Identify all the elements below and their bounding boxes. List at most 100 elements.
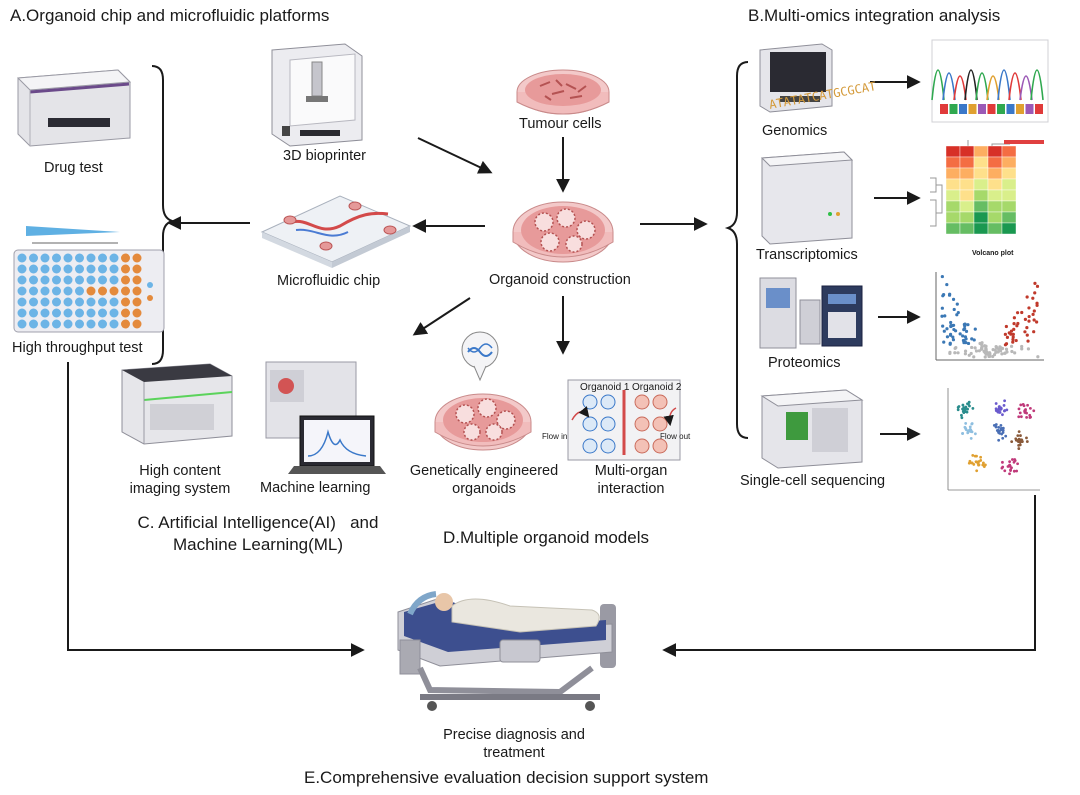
umap-point bbox=[994, 423, 998, 426]
umap-plot-icon bbox=[930, 385, 1046, 495]
umap-point bbox=[1004, 434, 1008, 438]
label-hcis-line2: imaging system bbox=[129, 481, 231, 497]
plate-well bbox=[109, 297, 119, 307]
label-high-throughput: High throughput test bbox=[12, 340, 143, 356]
plate-well bbox=[121, 319, 130, 329]
volcano-point bbox=[940, 314, 944, 318]
umap-point bbox=[963, 406, 967, 410]
volcano-point bbox=[1000, 352, 1004, 356]
volcano-point bbox=[964, 341, 968, 345]
umap-point bbox=[1018, 411, 1022, 415]
label-tumour-cells: Tumour cells bbox=[519, 116, 602, 132]
plate-well bbox=[63, 253, 73, 263]
plate-well bbox=[109, 264, 119, 274]
umap-point bbox=[1003, 469, 1007, 473]
plate-well bbox=[75, 319, 84, 329]
plate-well bbox=[29, 308, 38, 318]
plate-well bbox=[17, 286, 27, 296]
volcano-point bbox=[972, 355, 976, 359]
heatmap-cell bbox=[959, 167, 975, 180]
umap-point bbox=[1026, 403, 1029, 407]
heatmap-cell bbox=[987, 222, 1003, 235]
volcano-point bbox=[953, 329, 958, 333]
volcano-point bbox=[940, 306, 944, 310]
heatmap-cell bbox=[1001, 178, 1017, 191]
organoid-well bbox=[634, 416, 650, 432]
organoid-well bbox=[652, 394, 668, 410]
plate-well bbox=[52, 286, 61, 296]
petri-dish-icon bbox=[516, 69, 610, 115]
umap-point bbox=[1000, 427, 1004, 430]
base-call bbox=[968, 104, 977, 114]
volcano-point bbox=[941, 324, 945, 328]
umap-point bbox=[1032, 409, 1036, 413]
volcano-point bbox=[1035, 284, 1040, 288]
heatmap-cell bbox=[945, 156, 961, 169]
umap-point bbox=[999, 407, 1003, 410]
umap-point bbox=[1001, 436, 1005, 440]
volcano-point bbox=[1000, 346, 1005, 351]
volcano-point bbox=[958, 332, 962, 336]
label-drug-test: Drug test bbox=[44, 160, 103, 176]
plate-well bbox=[29, 275, 38, 285]
plate-well bbox=[86, 297, 96, 307]
volcano-point bbox=[980, 346, 984, 350]
volcano-point bbox=[967, 353, 971, 357]
umap-point bbox=[1010, 440, 1014, 444]
label-multi-organ-line1: Multi-organ bbox=[594, 463, 668, 479]
plate-well bbox=[75, 286, 84, 296]
volcano-point bbox=[951, 297, 956, 302]
volcano-point bbox=[991, 347, 995, 352]
volcano-point bbox=[1026, 339, 1030, 343]
volcano-point bbox=[1010, 349, 1014, 354]
plate-well bbox=[29, 264, 38, 274]
well-plate-icon bbox=[13, 226, 165, 333]
heatmap-cell bbox=[973, 189, 989, 202]
plate-well bbox=[132, 286, 142, 296]
heatmap-cell bbox=[1001, 145, 1017, 158]
multi-organ-chip-icon bbox=[567, 379, 681, 461]
organoid-well bbox=[582, 438, 598, 454]
umap-point bbox=[994, 402, 998, 405]
chromatogram-peak bbox=[1030, 69, 1044, 101]
umap-point bbox=[1008, 460, 1012, 463]
ml-workstation-icon bbox=[265, 361, 386, 474]
volcano-point bbox=[1015, 311, 1020, 315]
label-multi-organ-line2: interaction bbox=[597, 481, 665, 497]
plate-well bbox=[121, 264, 130, 274]
umap-point bbox=[1012, 460, 1016, 464]
label-diagnosis-line2: treatment bbox=[483, 745, 545, 761]
chromatogram-peak bbox=[975, 72, 989, 101]
chromatogram-peak bbox=[931, 69, 945, 101]
volcano-point bbox=[1032, 309, 1036, 313]
section-title-ai-ml: C. Artificial Intelligence(AI) and Machi… bbox=[108, 512, 408, 556]
plate-well bbox=[40, 253, 50, 263]
volcano-point bbox=[1023, 317, 1028, 321]
volcano-point bbox=[1011, 332, 1015, 336]
organoid-well bbox=[652, 438, 668, 454]
label-diagnosis: Precise diagnosis and treatment bbox=[424, 726, 604, 762]
right-bracket bbox=[724, 61, 749, 439]
base-call bbox=[997, 104, 1005, 114]
heatmap-icon bbox=[930, 140, 1044, 235]
plate-well bbox=[52, 264, 61, 274]
volcano-point bbox=[973, 327, 977, 331]
plate-well bbox=[109, 308, 119, 318]
label-single-cell: Single-cell sequencing bbox=[740, 473, 886, 489]
volcano-point bbox=[1032, 330, 1036, 334]
volcano-point bbox=[1004, 342, 1009, 346]
heatmap-cell bbox=[959, 211, 975, 224]
base-call bbox=[978, 104, 986, 114]
volcano-point bbox=[1011, 335, 1015, 339]
umap-point bbox=[1017, 439, 1020, 442]
base-call bbox=[1006, 104, 1015, 114]
umap-point bbox=[964, 422, 968, 425]
volcano-point bbox=[948, 332, 953, 336]
volcano-point bbox=[963, 349, 968, 353]
umap-point bbox=[1017, 430, 1021, 434]
umap-point bbox=[968, 459, 972, 463]
umap-point bbox=[1009, 469, 1012, 472]
plate-well bbox=[86, 264, 96, 274]
plate-well bbox=[40, 297, 50, 307]
plate-well bbox=[86, 286, 96, 296]
